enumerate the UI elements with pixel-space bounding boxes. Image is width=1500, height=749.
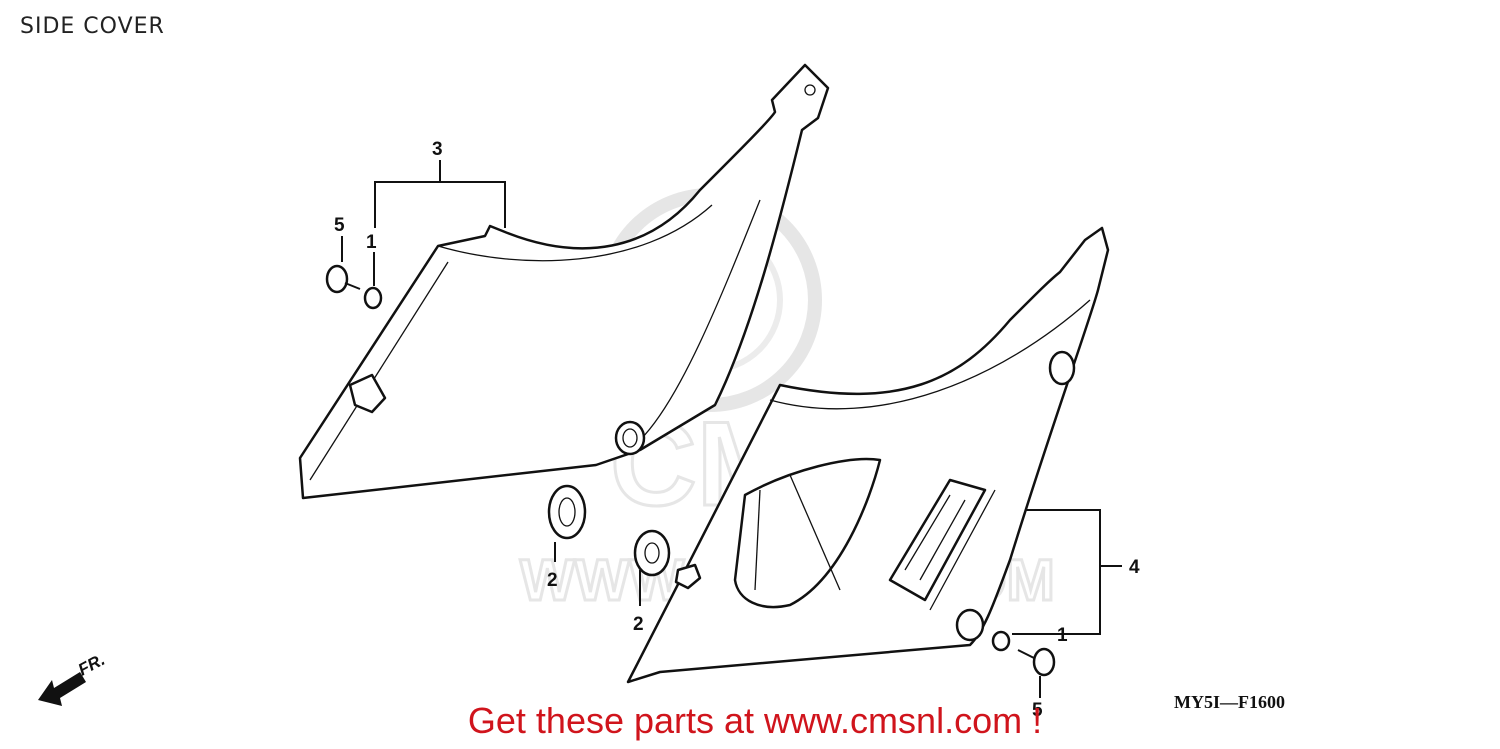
page-title: SIDE COVER	[20, 14, 165, 39]
callout-2-a: 2	[547, 570, 558, 591]
footer-link[interactable]: Get these parts at www.cmsnl.com !	[467, 700, 1043, 741]
grommet-b	[633, 529, 671, 577]
callout-1-right: 1	[1057, 625, 1068, 646]
collar-left	[363, 286, 383, 310]
callout-5-left: 5	[334, 215, 345, 236]
callout-5-right: 5	[1032, 700, 1043, 721]
diagram-code: MY5I—F1600	[1174, 692, 1285, 712]
callout-3: 3	[432, 139, 443, 160]
bolt-right	[1017, 647, 1056, 677]
clip	[674, 563, 702, 590]
callout-1-left: 1	[366, 232, 377, 253]
callout-4: 4	[1129, 557, 1140, 578]
grommet-a	[547, 484, 587, 540]
right-side-cover	[626, 226, 1110, 684]
collar-right	[991, 630, 1011, 652]
left-side-cover	[298, 63, 830, 500]
bolt-left	[325, 264, 361, 294]
leader-lines	[341, 160, 1122, 698]
front-arrow-icon: FR.	[38, 650, 108, 706]
callout-2-b: 2	[633, 614, 644, 635]
